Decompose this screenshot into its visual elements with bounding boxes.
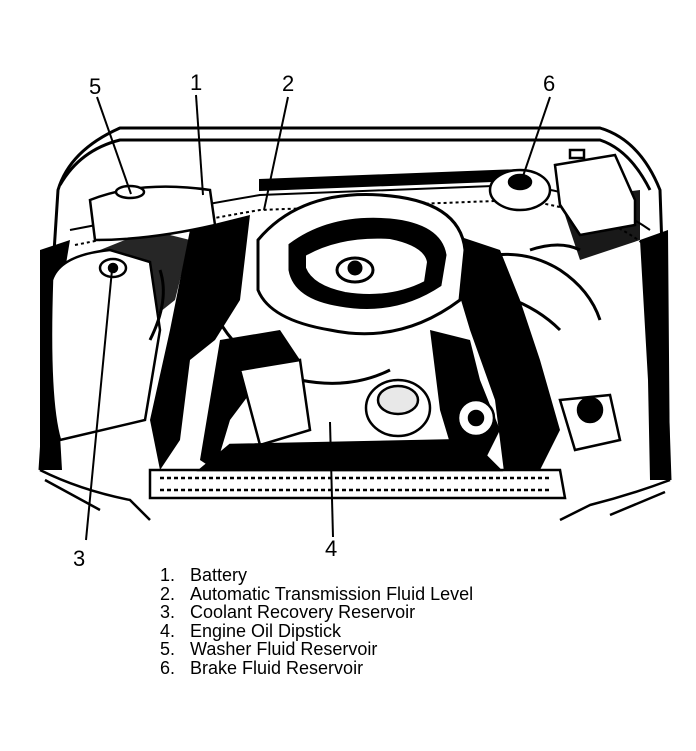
legend-label: Battery: [190, 565, 248, 585]
legend-item: 6. Brake Fluid Reservoir: [160, 659, 473, 678]
leader-line-3: [85, 269, 113, 541]
front-fenders: [39, 468, 671, 522]
callout-6: 6: [543, 71, 556, 96]
legend-item: 4. Engine Oil Dipstick: [160, 620, 473, 641]
hood-opening: [38, 126, 672, 481]
legend-item: 3. Coolant Recovery Reservoir: [160, 603, 473, 622]
legend-item: 2. Automatic Transmission Fluid Level: [160, 583, 474, 604]
leader-lines: [85, 94, 551, 541]
radiator: [148, 438, 567, 500]
brake-fluid-reservoir: [488, 168, 552, 212]
leader-line-1: [195, 94, 204, 196]
legend-number: 2.: [160, 583, 176, 604]
legend-label: Brake Fluid Reservoir: [190, 657, 364, 678]
battery: [553, 148, 637, 237]
hoses: [148, 243, 602, 461]
callout-3: 3: [73, 546, 86, 571]
washer-fluid-reservoir: [88, 184, 217, 242]
legend: 1. Battery 2. Automatic Transmission Fluid…: [160, 566, 473, 678]
legend-label: Automatic Transmission Fluid Level: [190, 583, 474, 604]
callout-4: 4: [325, 536, 338, 561]
leader-line-5: [96, 96, 132, 195]
legend-number: 4.: [160, 620, 176, 641]
air-cleaner: [256, 193, 467, 336]
callout-1: 1: [190, 70, 203, 95]
legend-number: 5.: [160, 639, 176, 660]
legend-number: 3.: [160, 602, 176, 623]
legend-label: Washer Fluid Reservoir: [190, 639, 378, 660]
engine-components: [238, 358, 622, 452]
legend-item: 5. Washer Fluid Reservoir: [160, 640, 473, 659]
leader-line-4: [329, 421, 334, 538]
legend-number: 6.: [160, 657, 176, 678]
callout-5: 5: [89, 74, 102, 99]
legend-number: 1.: [160, 565, 176, 585]
leader-line-6: [519, 96, 551, 186]
legend-label: Coolant Recovery Reservoir: [190, 602, 416, 623]
legend-label: Engine Oil Dipstick: [190, 620, 342, 641]
legend-item: 1. Battery: [160, 566, 473, 585]
callout-2: 2: [282, 71, 295, 96]
leader-line-2: [263, 96, 289, 211]
